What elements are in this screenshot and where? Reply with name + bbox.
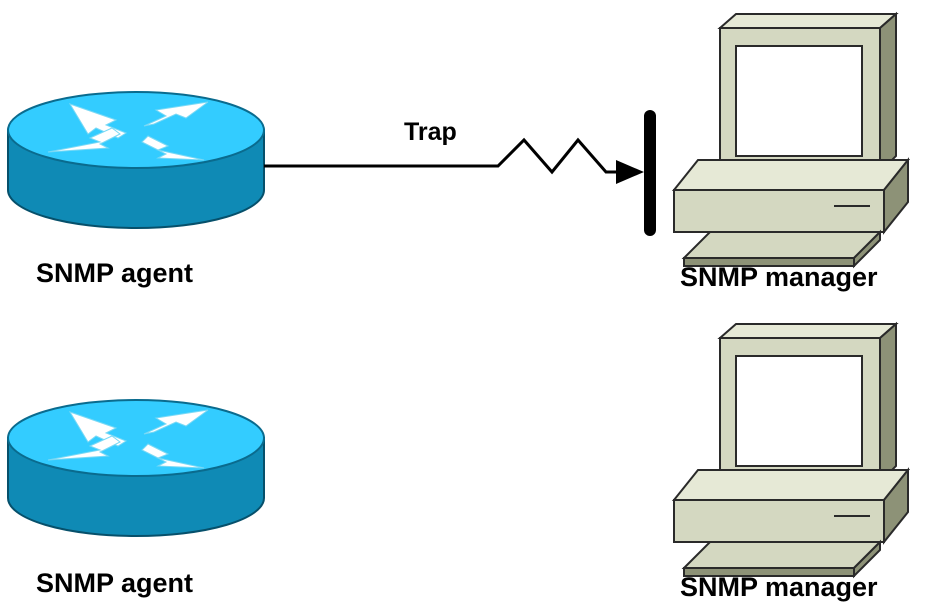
bottom-manager-computer-icon bbox=[673, 323, 909, 577]
manager-port-bar bbox=[644, 110, 656, 236]
top-agent-label: SNMP agent bbox=[36, 258, 194, 288]
bottom-agent-label: SNMP agent bbox=[36, 568, 194, 598]
bottom-agent-router-icon bbox=[7, 399, 265, 537]
trap-label: Trap bbox=[404, 118, 457, 146]
trap-connection bbox=[264, 110, 656, 236]
trap-arrowhead-icon bbox=[616, 160, 644, 184]
top-agent-router-icon bbox=[7, 91, 265, 229]
bottom-manager-label: SNMP manager bbox=[680, 572, 878, 602]
top-manager-computer-icon bbox=[673, 13, 909, 267]
top-manager-label: SNMP manager bbox=[680, 262, 878, 292]
